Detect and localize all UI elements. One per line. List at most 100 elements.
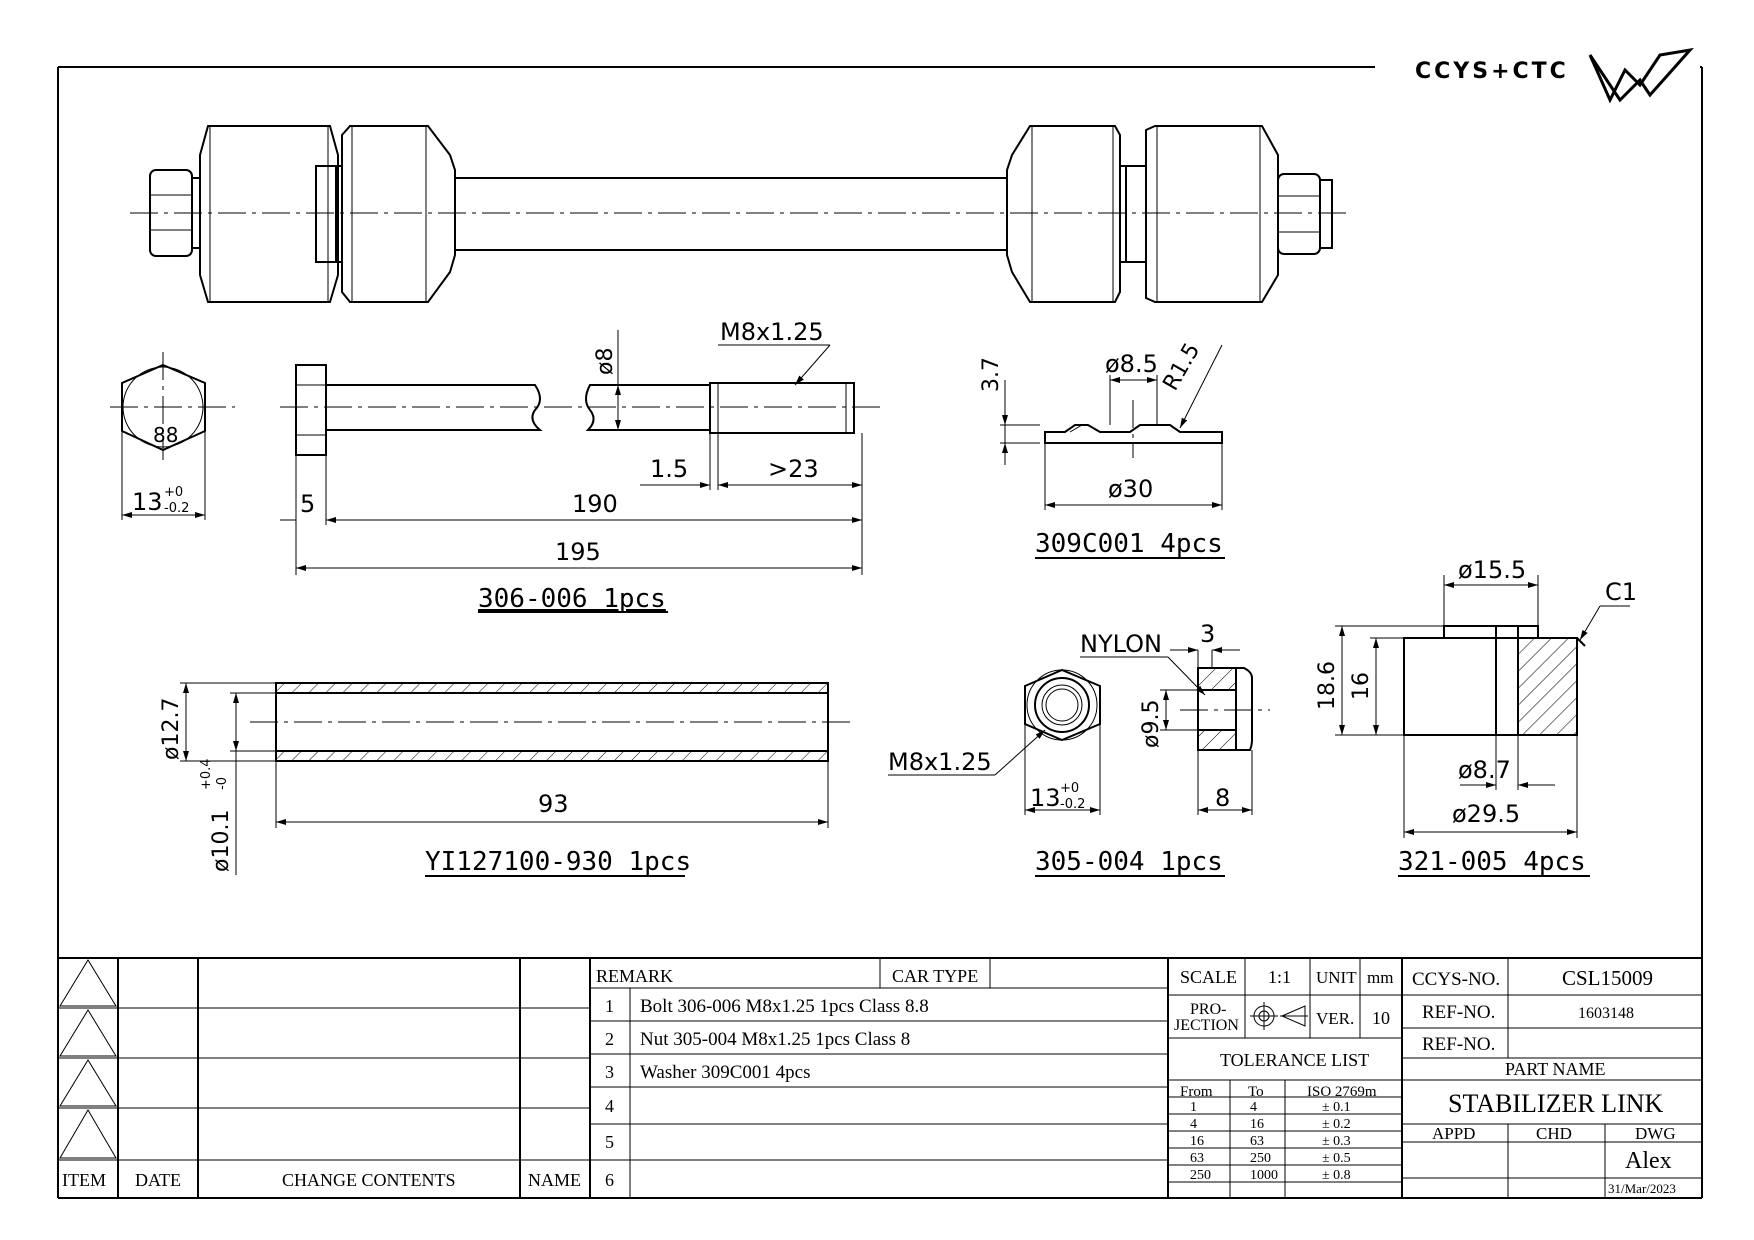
- ref-no-value: 1603148: [1578, 1005, 1634, 1022]
- projection-label: JECTION: [1174, 1017, 1239, 1034]
- tol-header-from: From: [1180, 1084, 1213, 1100]
- bolt-head-dim: 5: [300, 490, 315, 518]
- nut-drawing: M8x1.25 13 +0 -0.2 NYLON 3 ø9.5 8 305-00…: [888, 620, 1270, 877]
- remark-no: 1: [605, 996, 614, 1016]
- remark-no: 5: [605, 1132, 614, 1152]
- nut-thread-dim: M8x1.25: [888, 748, 992, 776]
- revision-triangle-icon: [59, 1009, 117, 1057]
- revision-triangle-icon: [59, 959, 117, 1007]
- unit-label: UNIT: [1316, 968, 1357, 987]
- tol-tol-cell: ± 0.8: [1322, 1168, 1351, 1183]
- bushing-87-dim: ø8.7: [1458, 756, 1511, 784]
- remark-text: Washer 309C001 4pcs: [640, 1062, 811, 1083]
- nut-95-dim: ø9.5: [1139, 700, 1164, 748]
- washer-drawing: 3.7 ø8.5 R1.5 ø30 309C001 4pcs: [979, 339, 1225, 559]
- washer-label: 309C001 4pcs: [1035, 529, 1223, 559]
- header-date: DATE: [135, 1170, 181, 1190]
- tol-header-to: To: [1248, 1084, 1264, 1100]
- bolt-23-dim: >23: [768, 455, 819, 483]
- bolt-drawing: 88 13 +0 -0.2 5 190 195 ø8 M8x1.25: [110, 318, 880, 614]
- nut-3-dim: 3: [1200, 620, 1215, 648]
- tol-from-cell: 16: [1190, 1134, 1204, 1149]
- washer-37-dim: 3.7: [979, 357, 1004, 392]
- tol-tol-cell: ± 0.3: [1322, 1134, 1351, 1149]
- car-type-header: CAR TYPE: [892, 966, 978, 986]
- tol-header-iso: ISO 2769m: [1307, 1084, 1377, 1100]
- ref-no-label: REF-NO.: [1422, 1002, 1495, 1023]
- bushing-c1-dim: C1: [1605, 578, 1637, 606]
- tube-drawing: ø12.7 ø10.1 +0.4 -0 93 YI127100-930 1pcs: [159, 682, 850, 877]
- remark-no: 2: [605, 1029, 614, 1049]
- bushing-155-dim: ø15.5: [1458, 556, 1526, 584]
- tol-to-cell: 4: [1250, 1100, 1257, 1115]
- bushing-295-dim: ø29.5: [1452, 800, 1520, 828]
- drawing-date: 31/Mar/2023: [1608, 1181, 1676, 1196]
- tol-tol-cell: ± 0.5: [1322, 1151, 1351, 1166]
- bolt-15-dim: 1.5: [650, 455, 688, 483]
- nut-tol-up: +0: [1060, 781, 1079, 796]
- tol-to-cell: 16: [1250, 1117, 1264, 1132]
- bolt-hex-width: 13: [132, 488, 163, 516]
- bolt-thread-dim: M8x1.25: [720, 318, 824, 346]
- bolt-hex-mark: 88: [153, 423, 178, 447]
- bolt-dia-dim: ø8: [593, 348, 618, 375]
- remark-text: Bolt 306-006 M8x1.25 1pcs Class 8.8: [640, 996, 929, 1017]
- bushing-label: 321-005 4pcs: [1398, 847, 1586, 877]
- tol-from-cell: 63: [1190, 1151, 1204, 1166]
- bolt-label: 306-006 1pcs: [478, 584, 666, 614]
- scale-label: SCALE: [1180, 967, 1237, 987]
- tube-tol-dn: -0: [215, 777, 230, 790]
- unit-value: mm: [1367, 968, 1393, 987]
- tube-tol-up: +0.4: [199, 758, 214, 790]
- bolt-195-dim: 195: [555, 538, 601, 566]
- remark-no: 6: [605, 1170, 614, 1190]
- dwg-label: DWG: [1635, 1124, 1676, 1143]
- projection-symbol-icon: [1250, 1002, 1308, 1030]
- tol-from-cell: 250: [1190, 1168, 1211, 1183]
- nut-label: 305-004 1pcs: [1035, 847, 1223, 877]
- remark-no: 3: [605, 1062, 614, 1082]
- tol-to-cell: 1000: [1250, 1168, 1278, 1183]
- appd-label: APPD: [1432, 1124, 1475, 1143]
- assembly-view: [130, 125, 1350, 303]
- tube-id-dim: ø10.1: [209, 810, 234, 872]
- revision-triangle-icon: [59, 1059, 117, 1107]
- ccys-no-value: CSL15009: [1562, 966, 1653, 990]
- header-name: NAME: [528, 1170, 581, 1190]
- nut-nylon-label: NYLON: [1080, 630, 1162, 658]
- tolerance-title: TOLERANCE LIST: [1220, 1050, 1369, 1070]
- tube-label: YI127100-930 1pcs: [425, 847, 691, 877]
- tube-len-dim: 93: [538, 790, 569, 818]
- tol-from-cell: 1: [1190, 1100, 1197, 1115]
- bushing-drawing: ø15.5 C1 18.6 16 ø8.7 ø29.5 321-005 4pcs: [1315, 556, 1637, 877]
- tol-to-cell: 250: [1250, 1151, 1271, 1166]
- scale-value: 1:1: [1268, 967, 1291, 987]
- tol-to-cell: 63: [1250, 1134, 1264, 1149]
- nut-8-dim: 8: [1215, 784, 1230, 812]
- tube-od-dim: ø12.7: [159, 698, 184, 760]
- bolt-190-dim: 190: [572, 490, 618, 518]
- bushing-186-dim: 18.6: [1315, 661, 1340, 710]
- ver-value: 10: [1372, 1008, 1390, 1028]
- tolerance-rows: 1 4 ± 0.1 4 16 ± 0.2 16 63 ± 0.3 63 250 ± 0.5 250 100…: [1190, 1100, 1351, 1183]
- header-item: ITEM: [62, 1170, 106, 1190]
- washer-id-dim: ø8.5: [1105, 350, 1158, 378]
- tol-tol-cell: ± 0.1: [1322, 1100, 1351, 1115]
- part-name: STABILIZER LINK: [1448, 1089, 1663, 1118]
- part-name-label: PART NAME: [1505, 1059, 1605, 1079]
- bolt-hex-tol-dn: -0.2: [164, 501, 189, 516]
- ccys-no-label: CCYS-NO.: [1412, 969, 1500, 990]
- ref-no2-label: REF-NO.: [1422, 1034, 1495, 1055]
- nut-tol-dn: -0.2: [1060, 797, 1085, 812]
- tol-from-cell: 4: [1190, 1117, 1197, 1132]
- remark-no: 4: [605, 1096, 614, 1116]
- header-change: CHANGE CONTENTS: [282, 1170, 456, 1190]
- bolt-hex-tol-up: +0: [164, 485, 183, 500]
- chd-label: CHD: [1536, 1124, 1572, 1143]
- drawing-frame: [57, 66, 1703, 1199]
- nut-13-dim: 13: [1030, 784, 1061, 812]
- title-block: ITEM DATE CHANGE CONTENTS NAME REMARK CA…: [58, 957, 1702, 1198]
- tol-tol-cell: ± 0.2: [1322, 1117, 1351, 1132]
- drawn-by: Alex: [1625, 1148, 1672, 1174]
